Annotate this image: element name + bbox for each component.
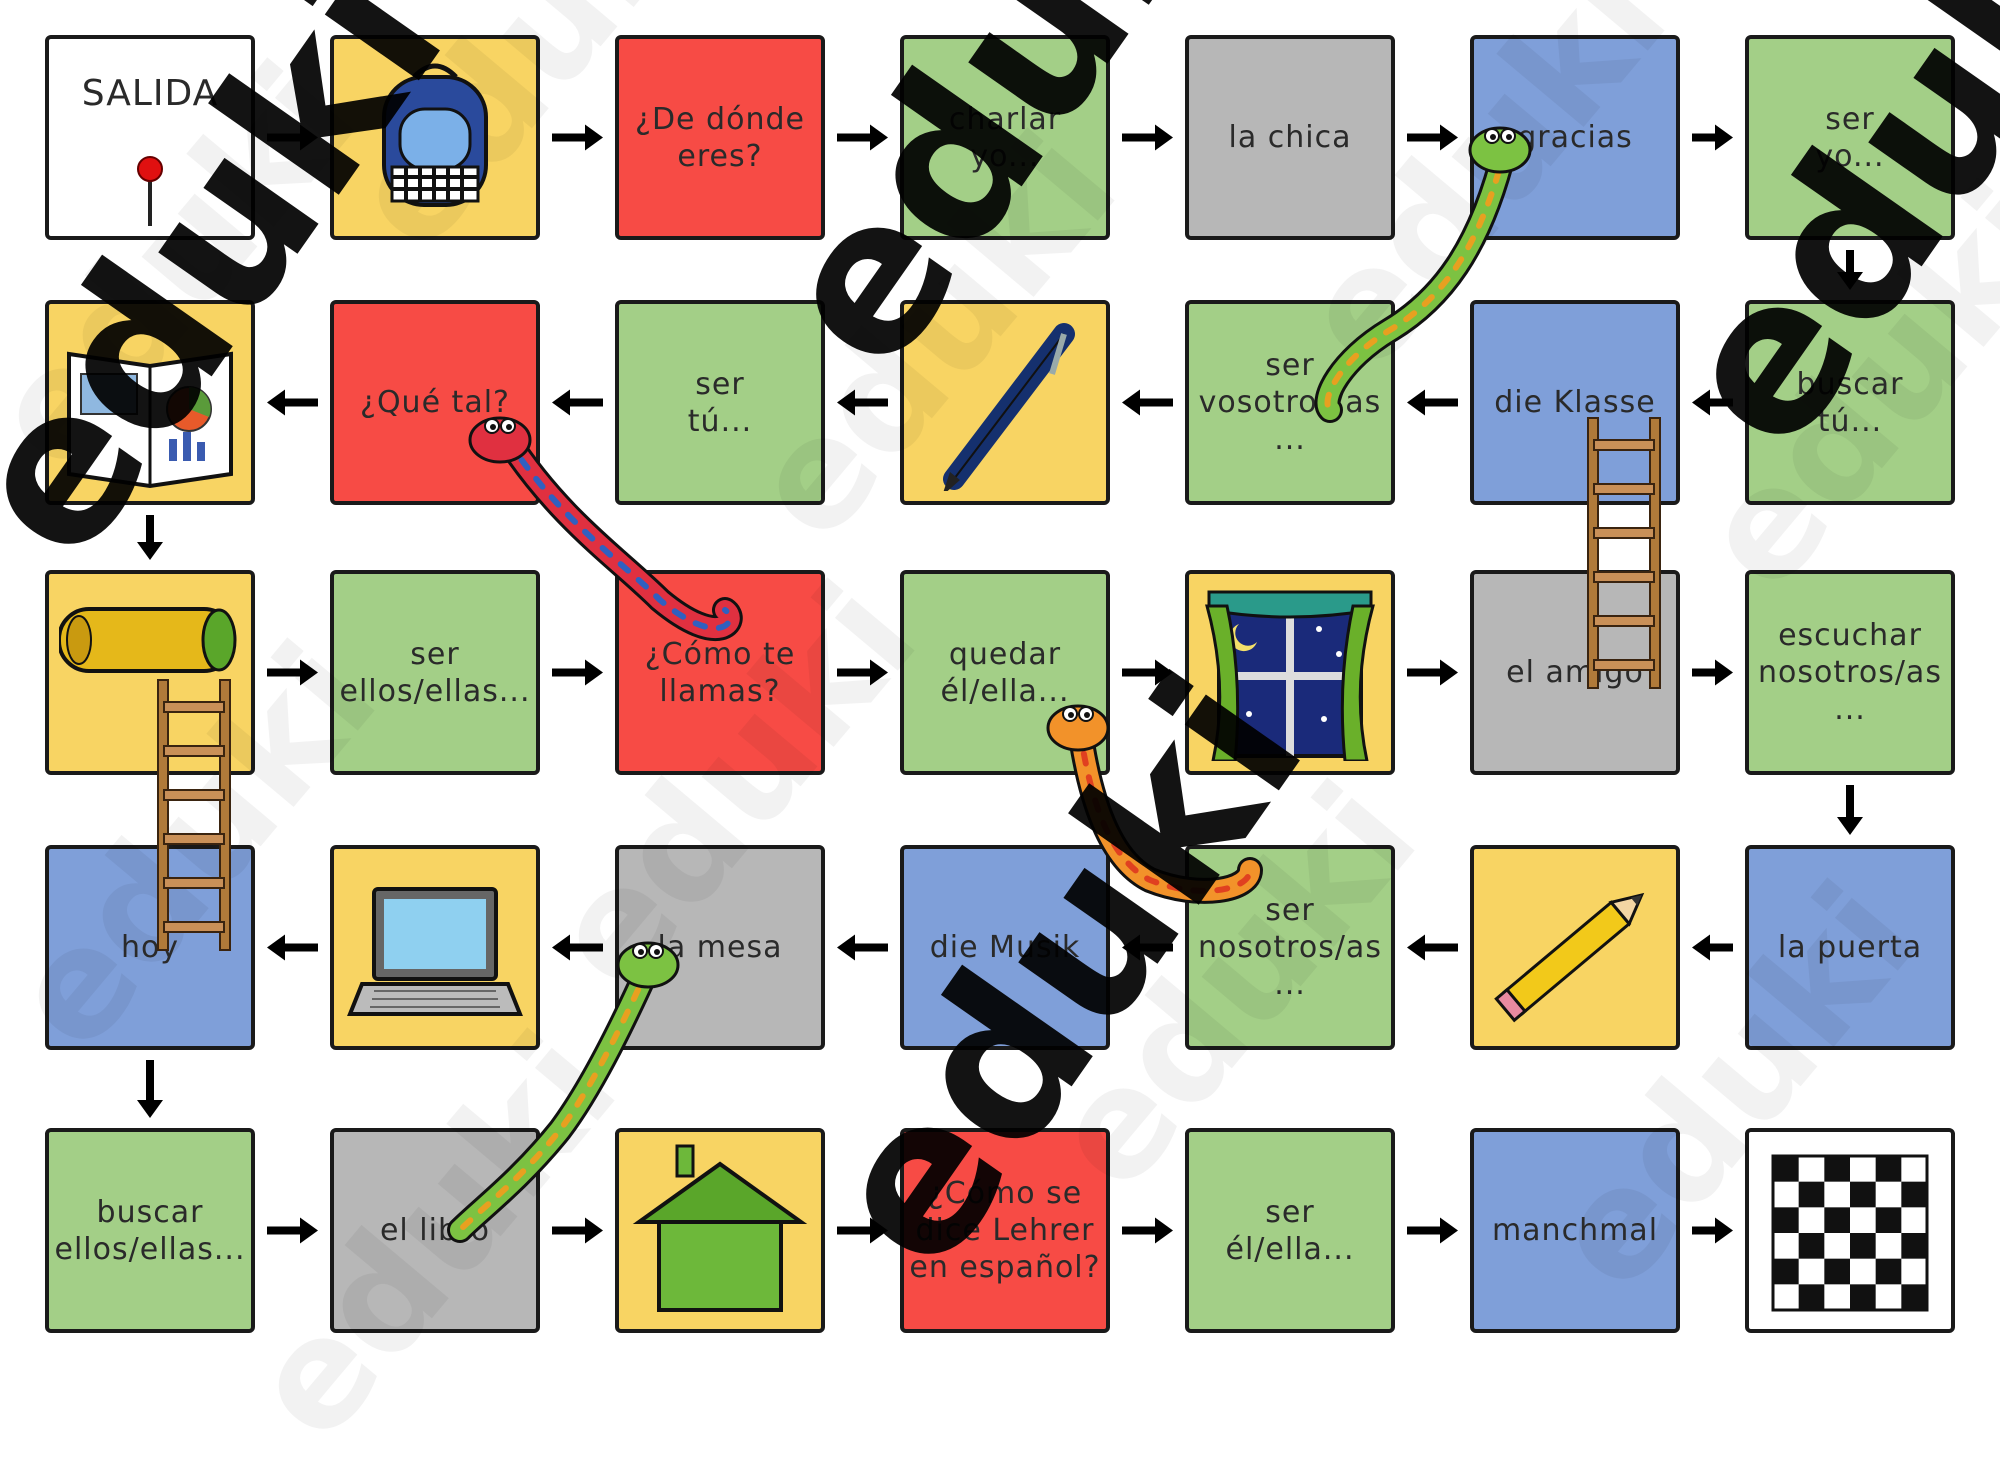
tile-label: hoy <box>120 930 180 965</box>
tile-label: gracias <box>1517 120 1633 155</box>
board-tile-16: ser ellos/ellas... <box>330 570 540 775</box>
tile-label: die Musik <box>929 930 1081 965</box>
board-tile-14 <box>45 300 255 505</box>
pencil-icon <box>1494 892 1645 1023</box>
tile-label: manchmal <box>1491 1213 1659 1248</box>
tile-label: buscar tú... <box>1796 366 1904 439</box>
finish-flag-icon <box>1771 1154 1929 1312</box>
board-tile-23 <box>1470 845 1680 1050</box>
tile-label: charlar yo... <box>948 101 1062 174</box>
tile-label: ser él/ella... <box>1225 1194 1355 1267</box>
board-tile-24: ser nosotros/as ... <box>1185 845 1395 1050</box>
board-tile-34: manchmal <box>1470 1128 1680 1333</box>
board-tile-31 <box>615 1128 825 1333</box>
board-tile-27 <box>330 845 540 1050</box>
tile-label: quedar él/ella... <box>940 636 1070 709</box>
tile-label: ser tú... <box>687 366 753 439</box>
board-tile-22: la puerta <box>1745 845 1955 1050</box>
board-tile-10: ser vosotros/as ... <box>1185 300 1395 505</box>
board-tile-29: buscar ellos/ellas... <box>45 1128 255 1333</box>
board-tile-20: el amigo <box>1470 570 1680 775</box>
tile-label: ser nosotros/as ... <box>1198 893 1382 1002</box>
tile-label: ¿De dónde eres? <box>635 101 805 174</box>
board-tile-15 <box>45 570 255 775</box>
board-tile-7: ser yo... <box>1745 35 1955 240</box>
tile-label: ser yo... <box>1815 101 1885 174</box>
tile-label: la puerta <box>1777 930 1923 965</box>
board-tile-13: ¿Qué tal? <box>330 300 540 505</box>
tile-label: la mesa <box>657 930 783 965</box>
book-icon <box>67 351 233 489</box>
board-tile-17: ¿Cómo te llamas? <box>615 570 825 775</box>
laptop-icon <box>347 887 523 1016</box>
tile-label: el libro <box>379 1213 491 1248</box>
board-tile-18: quedar él/ella... <box>900 570 1110 775</box>
board-tile-25: die Musik <box>900 845 1110 1050</box>
tile-label: ¿Cómo te llamas? <box>644 636 796 709</box>
pen-icon <box>943 323 1075 491</box>
tile-label: el amigo <box>1506 655 1644 690</box>
board-tile-1: SALIDA <box>45 35 255 240</box>
board-tile-33: ser él/ella... <box>1185 1128 1395 1333</box>
tile-label: escuchar nosotros/as ... <box>1758 618 1942 727</box>
window-icon <box>1205 590 1375 761</box>
tile-label: buscar ellos/ellas... <box>54 1194 246 1267</box>
board-tile-8: buscar tú... <box>1745 300 1955 505</box>
board-tile-12: ser tú... <box>615 300 825 505</box>
tile-label: ¿Qué tal? <box>360 385 510 420</box>
board-tile-9: die Klasse <box>1470 300 1680 505</box>
board-tile-30: el libro <box>330 1128 540 1333</box>
tile-label: ser vosotros/as ... <box>1198 348 1382 457</box>
board-tile-5: la chica <box>1185 35 1395 240</box>
game-board: SALIDA ¿De dónde eres? charlar yo... la chi… <box>45 35 1955 1333</box>
tile-label: die Klasse <box>1494 385 1656 420</box>
pencil-case-icon <box>59 607 237 673</box>
board-tile-2 <box>330 35 540 240</box>
board-tile-3: ¿De dónde eres? <box>615 35 825 240</box>
backpack-icon <box>382 63 488 207</box>
board-tile-21: escuchar nosotros/as ... <box>1745 570 1955 775</box>
tile-label: SALIDA <box>81 73 219 114</box>
tile-label: la chica <box>1228 120 1352 155</box>
start-pin-icon <box>137 156 163 226</box>
board-tile-26: la mesa <box>615 845 825 1050</box>
board-tile-4: charlar yo... <box>900 35 1110 240</box>
tile-label: ser ellos/ellas... <box>339 636 531 709</box>
board-tile-11 <box>900 300 1110 505</box>
board-tile-6: gracias <box>1470 35 1680 240</box>
board-tile-35 <box>1745 1128 1955 1333</box>
tile-label: ¿Cómo se dice Lehrer en español? <box>909 1176 1101 1285</box>
board-tile-28: hoy <box>45 845 255 1050</box>
house-icon <box>632 1144 808 1312</box>
board-tile-32: ¿Cómo se dice Lehrer en español? <box>900 1128 1110 1333</box>
board-tile-19 <box>1185 570 1395 775</box>
